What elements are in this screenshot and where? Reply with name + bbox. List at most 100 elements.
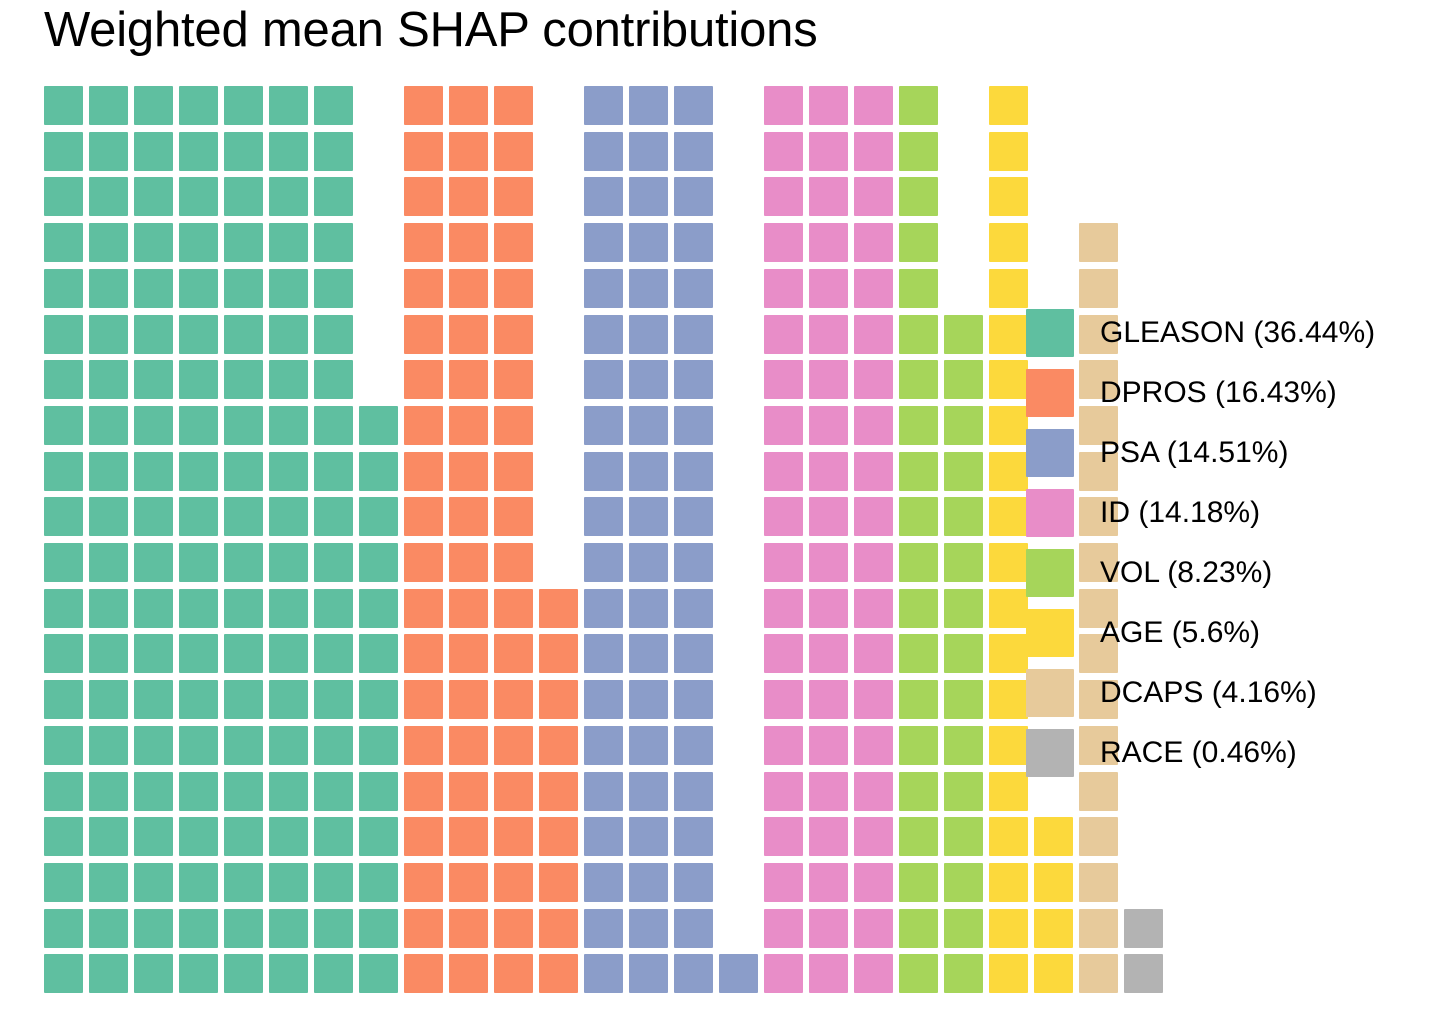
waffle-cell-vol: [944, 588, 983, 628]
waffle-cell-gleason: [89, 131, 128, 171]
waffle-cell-gleason: [44, 177, 83, 217]
waffle-cell-dpros: [449, 817, 488, 857]
waffle-cell-gleason: [224, 680, 263, 720]
waffle-cell-id: [764, 451, 803, 491]
waffle-cell-gleason: [224, 314, 263, 354]
legend-item-vol[interactable]: VOL (8.23%): [1026, 543, 1426, 603]
waffle-cell-gleason: [89, 588, 128, 628]
waffle-cell-gleason: [314, 497, 353, 537]
waffle-cell-dpros: [449, 268, 488, 308]
waffle-cell-gleason: [44, 954, 83, 994]
waffle-cell-dpros: [494, 862, 533, 902]
waffle-cell-gleason: [179, 954, 218, 994]
legend-item-race[interactable]: RACE (0.46%): [1026, 723, 1426, 783]
waffle-cell-gleason: [89, 862, 128, 902]
waffle-cell-psa: [584, 543, 623, 582]
waffle-cell-gleason: [224, 954, 263, 994]
waffle-cell-id: [764, 497, 803, 537]
waffle-cell-vol: [899, 725, 938, 765]
waffle-cell-psa: [629, 862, 668, 902]
legend-item-age[interactable]: AGE (5.6%): [1026, 603, 1426, 663]
waffle-cell-psa: [584, 588, 623, 628]
waffle-cell-id: [854, 543, 893, 582]
waffle-cell-psa: [584, 223, 623, 263]
waffle-cell-vol: [944, 314, 983, 354]
waffle-cell-vol: [899, 177, 938, 217]
waffle-cell-psa: [629, 680, 668, 720]
legend-swatch-psa: [1026, 429, 1074, 477]
waffle-cell-id: [854, 268, 893, 308]
waffle-cell-psa: [584, 817, 623, 857]
waffle-cell-dpros: [404, 725, 443, 765]
waffle-cell-vol: [899, 634, 938, 674]
waffle-cell-race: [1124, 908, 1163, 948]
waffle-cell-vol: [944, 771, 983, 811]
waffle-cell-gleason: [179, 680, 218, 720]
waffle-cell-gleason: [44, 817, 83, 857]
waffle-cell-dpros: [404, 177, 443, 217]
waffle-cell-gleason: [134, 680, 173, 720]
legend-item-dcaps[interactable]: DCAPS (4.16%): [1026, 663, 1426, 723]
waffle-cell-dcaps: [1079, 680, 1118, 720]
waffle-cell-gleason: [179, 497, 218, 537]
waffle-cell-gleason: [359, 497, 398, 537]
waffle-cell-id: [854, 954, 893, 994]
waffle-cell-gleason: [314, 451, 353, 491]
waffle-cell-psa: [584, 131, 623, 171]
waffle-cell-dpros: [494, 680, 533, 720]
waffle-cell-psa: [674, 634, 713, 674]
waffle-cell-id: [809, 817, 848, 857]
legend-item-dpros[interactable]: DPROS (16.43%): [1026, 363, 1426, 423]
waffle-cell-dpros: [404, 954, 443, 994]
waffle-cell-psa: [584, 360, 623, 400]
legend-item-psa[interactable]: PSA (14.51%): [1026, 423, 1426, 483]
waffle-cell-dcaps: [1079, 862, 1118, 902]
waffle-cell-dpros: [494, 360, 533, 400]
waffle-cell-psa: [629, 405, 668, 445]
waffle-cell-psa: [629, 360, 668, 400]
waffle-cell-psa: [674, 268, 713, 308]
waffle-cell-gleason: [89, 268, 128, 308]
waffle-cell-gleason: [224, 908, 263, 948]
waffle-cell-gleason: [89, 771, 128, 811]
waffle-cell-gleason: [269, 862, 308, 902]
legend-item-id[interactable]: ID (14.18%): [1026, 483, 1426, 543]
waffle-cell-gleason: [359, 680, 398, 720]
waffle-cell-id: [764, 680, 803, 720]
legend: GLEASON (36.44%)DPROS (16.43%)PSA (14.51…: [1026, 303, 1426, 783]
waffle-cell-dpros: [539, 588, 578, 628]
legend-label-id: ID (14.18%): [1100, 496, 1261, 529]
waffle-cell-psa: [629, 86, 668, 125]
waffle-cell-gleason: [314, 588, 353, 628]
waffle-cell-dpros: [449, 771, 488, 811]
waffle-cell-id: [809, 268, 848, 308]
waffle-cell-gleason: [224, 131, 263, 171]
waffle-cell-gleason: [134, 543, 173, 582]
waffle-cell-psa: [674, 954, 713, 994]
waffle-cell-id: [764, 908, 803, 948]
waffle-cell-gleason: [44, 862, 83, 902]
waffle-cell-gleason: [89, 405, 128, 445]
waffle-cell-psa: [629, 771, 668, 811]
waffle-cell-dpros: [494, 451, 533, 491]
waffle-cell-dpros: [494, 314, 533, 354]
waffle-cell-id: [809, 177, 848, 217]
waffle-cell-id: [809, 543, 848, 582]
waffle-cell-dpros: [539, 771, 578, 811]
waffle-cell-gleason: [314, 634, 353, 674]
waffle-cell-gleason: [134, 177, 173, 217]
waffle-cell-gleason: [314, 405, 353, 445]
waffle-cell-id: [764, 862, 803, 902]
waffle-cell-gleason: [44, 543, 83, 582]
waffle-cell-gleason: [359, 725, 398, 765]
waffle-cell-gleason: [44, 771, 83, 811]
legend-item-gleason[interactable]: GLEASON (36.44%): [1026, 303, 1426, 363]
waffle-cell-id: [854, 634, 893, 674]
waffle-cell-gleason: [269, 634, 308, 674]
waffle-cell-gleason: [269, 771, 308, 811]
waffle-cell-dpros: [494, 771, 533, 811]
waffle-cell-vol: [899, 86, 938, 125]
waffle-cell-gleason: [89, 223, 128, 263]
waffle-cell-psa: [674, 360, 713, 400]
